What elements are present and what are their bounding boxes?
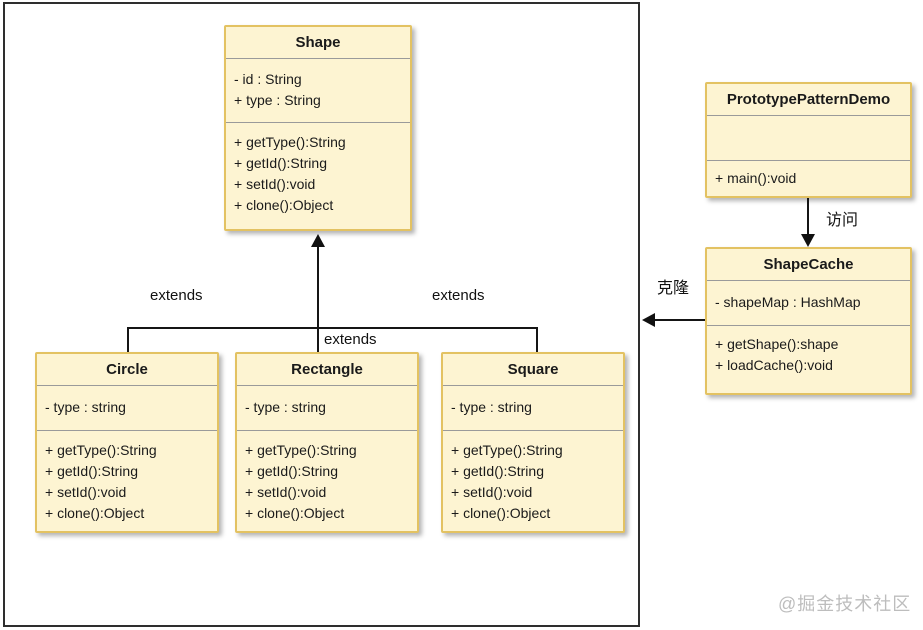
class-attributes-rectangle: - type : string xyxy=(237,385,417,430)
class-title-shape: Shape xyxy=(295,34,341,51)
class-title-square: Square xyxy=(507,361,559,378)
inheritance-line-vertical xyxy=(317,245,319,352)
diagram-frame xyxy=(3,2,640,627)
member-line: + setId():void xyxy=(234,176,316,192)
member-line: + type : String xyxy=(234,92,321,108)
class-attributes-square: - type : string xyxy=(443,385,623,430)
inheritance-line-horizontal xyxy=(127,327,538,329)
member-line: + getType():String xyxy=(245,442,357,458)
clone-label: 克隆 xyxy=(657,280,690,297)
member-line: + main():void xyxy=(715,170,797,186)
member-line: + clone():Object xyxy=(245,505,345,521)
extends-label-right: extends xyxy=(432,287,485,304)
class-methods-shape-cache: + getShape():shape + loadCache():void xyxy=(707,325,910,393)
visit-line xyxy=(807,198,809,236)
member-line: + getId():String xyxy=(451,463,544,479)
member-line: + getType():String xyxy=(234,134,346,150)
member-line: + setId():void xyxy=(451,484,533,500)
member-line: + loadCache():void xyxy=(715,357,833,373)
member-line: - type : string xyxy=(45,399,126,415)
class-title-rectangle: Rectangle xyxy=(291,361,363,378)
member-line: + clone():Object xyxy=(234,197,334,213)
member-line: + setId():void xyxy=(245,484,327,500)
class-methods-square: + getType():String + getId():String + setI… xyxy=(443,430,623,531)
member-line: + clone():Object xyxy=(451,505,551,521)
member-line: + getShape():shape xyxy=(715,336,839,352)
class-attributes-circle: - type : string xyxy=(37,385,217,430)
class-methods-circle: + getType():String + getId():String + setI… xyxy=(37,430,217,531)
arrowhead-down-icon xyxy=(801,234,815,247)
watermark: @掘金技术社区 xyxy=(778,594,912,614)
member-line: + getId():String xyxy=(245,463,338,479)
class-box-circle: Circle - type : string + getType():Strin… xyxy=(35,352,219,533)
member-line: + clone():Object xyxy=(45,505,145,521)
class-box-shape-cache: ShapeCache - shapeMap : HashMap + getSha… xyxy=(705,247,912,395)
extends-label-left: extends xyxy=(150,287,203,304)
member-line: - shapeMap : HashMap xyxy=(715,294,861,310)
arrowhead-left-icon xyxy=(642,313,655,327)
member-line: - type : string xyxy=(245,399,326,415)
class-box-rectangle: Rectangle - type : string + getType():St… xyxy=(235,352,419,533)
class-box-shape: Shape - id : String + type : String + get… xyxy=(224,25,412,231)
class-box-prototype-pattern-demo: PrototypePatternDemo + main():void xyxy=(705,82,912,198)
inheritance-stub-square xyxy=(536,327,538,352)
member-line: + setId():void xyxy=(45,484,127,500)
extends-label-center: extends xyxy=(324,331,377,348)
member-line: + getType():String xyxy=(451,442,563,458)
class-title-prototype-pattern-demo: PrototypePatternDemo xyxy=(726,91,891,108)
class-methods-rectangle: + getType():String + getId():String + setI… xyxy=(237,430,417,531)
class-title-circle: Circle xyxy=(106,361,148,378)
class-attributes-shape-cache: - shapeMap : HashMap xyxy=(707,280,910,325)
class-methods-shape: + getType():String + getId():String + setI… xyxy=(226,122,410,231)
clone-line xyxy=(654,319,705,321)
member-line: + getId():String xyxy=(234,155,327,171)
member-line: - id : String xyxy=(234,71,302,87)
arrowhead-up-icon xyxy=(311,234,325,247)
member-line: - type : string xyxy=(451,399,532,415)
class-title-shape-cache: ShapeCache xyxy=(763,256,854,273)
member-line: + getType():String xyxy=(45,442,157,458)
class-attributes-prototype-pattern-demo xyxy=(707,115,910,160)
visit-label: 访问 xyxy=(826,212,859,229)
class-methods-prototype-pattern-demo: + main():void xyxy=(707,160,910,196)
class-box-square: Square - type : string + getType():Strin… xyxy=(441,352,625,533)
member-line: + getId():String xyxy=(45,463,138,479)
class-attributes-shape: - id : String + type : String xyxy=(226,58,410,122)
inheritance-stub-circle xyxy=(127,327,129,352)
